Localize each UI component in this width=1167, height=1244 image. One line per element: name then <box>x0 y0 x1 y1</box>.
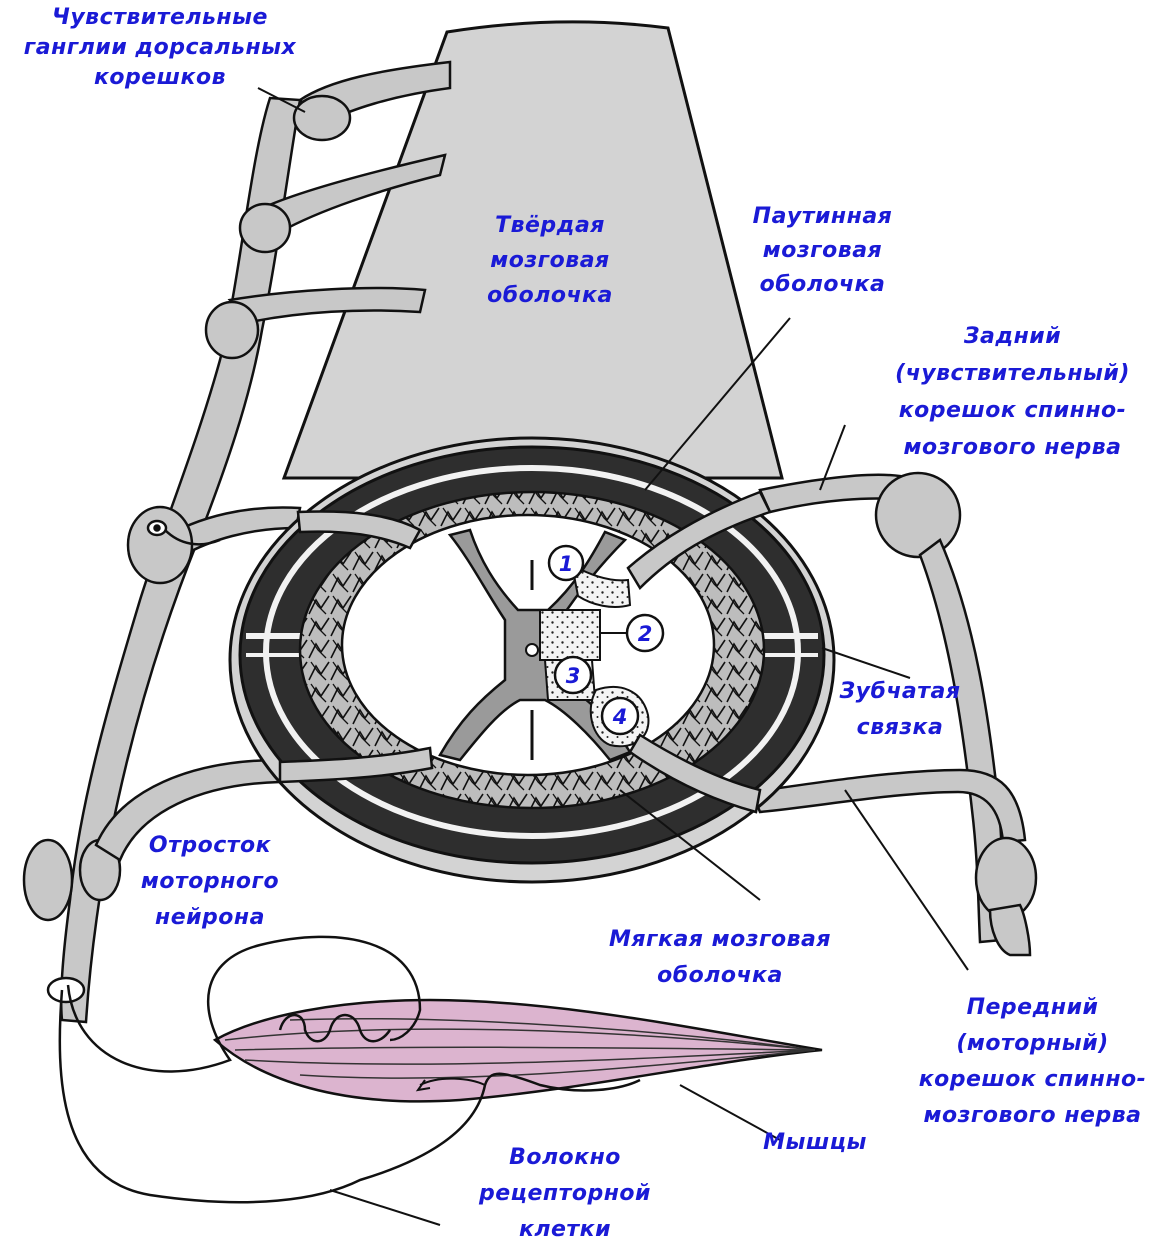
label-dura-line-1: Твёрдая <box>460 208 640 243</box>
zone-number-4: 4 <box>612 705 628 729</box>
zone-number-1: 1 <box>559 552 574 576</box>
label-pia-line-1: Мягкая мозговая <box>585 922 855 958</box>
label-receptor-fiber-line-3: клетки <box>470 1212 660 1244</box>
label-motor-process-line-3: нейрона <box>130 900 290 936</box>
label-ventral-root-line-3: корешок спинно- <box>900 1062 1165 1098</box>
label-ventral-root-line-4: мозгового нерва <box>900 1098 1165 1134</box>
label-dorsal-root-line-1: Задний <box>880 318 1145 355</box>
label-dorsal-root-line-2: (чувствительный) <box>880 355 1145 392</box>
muscle <box>215 1000 822 1101</box>
label-ganglia-line-2: ганглии дорсальных <box>5 33 315 63</box>
zone-marker-4: 4 <box>602 698 638 734</box>
label-ventral-root-line-1: Передний <box>900 990 1165 1026</box>
label-motor-process-line-1: Отросток <box>130 828 290 864</box>
label-muscles-line-1: Мышцы <box>755 1128 875 1158</box>
label-motor-process: Отросток моторного нейрона <box>130 828 290 936</box>
label-dorsal-root-line-4: мозгового нерва <box>880 429 1145 466</box>
label-ganglia-line-3: корешков <box>5 63 315 93</box>
label-ganglia-line-1: Чувствительные <box>5 3 315 33</box>
label-dura-line-3: оболочка <box>460 278 640 313</box>
label-receptor-fiber-line-1: Волокно <box>470 1140 660 1176</box>
label-arachnoid-line-2: мозговая <box>735 234 910 268</box>
label-ganglia: Чувствительные ганглии дорсальных корешк… <box>5 3 315 93</box>
zone-number-3: 3 <box>566 664 581 688</box>
label-arachnoid: Паутинная мозговая оболочка <box>735 200 910 302</box>
zone-marker-1: 1 <box>549 546 583 580</box>
label-receptor-fiber: Волокно рецепторной клетки <box>470 1140 660 1244</box>
label-motor-process-line-2: моторного <box>130 864 290 900</box>
label-dura-line-2: мозговая <box>460 243 640 278</box>
label-muscles: Мышцы <box>755 1128 875 1158</box>
label-receptor-fiber-line-2: рецепторной <box>470 1176 660 1212</box>
zone-marker-3: 3 <box>555 657 591 693</box>
label-arachnoid-line-1: Паутинная <box>735 200 910 234</box>
label-arachnoid-line-3: оболочка <box>735 268 910 302</box>
label-dorsal-root: Задний (чувствительный) корешок спинно- … <box>880 318 1145 466</box>
label-dentate-line-1: Зубчатая <box>830 674 970 710</box>
label-pia: Мягкая мозговая оболочка <box>585 922 855 994</box>
label-dentate-line-2: связка <box>830 710 970 746</box>
label-dorsal-root-line-3: корешок спинно- <box>880 392 1145 429</box>
label-ventral-root: Передний (моторный) корешок спинно- мозг… <box>900 990 1165 1134</box>
label-pia-line-2: оболочка <box>585 958 855 994</box>
nerve-end <box>48 978 84 1002</box>
zone-2 <box>540 610 600 660</box>
label-ventral-root-line-2: (моторный) <box>900 1026 1165 1062</box>
zone-number-2: 2 <box>638 622 653 646</box>
label-dentate: Зубчатая связка <box>830 674 970 746</box>
label-dura: Твёрдая мозговая оболочка <box>460 208 640 313</box>
